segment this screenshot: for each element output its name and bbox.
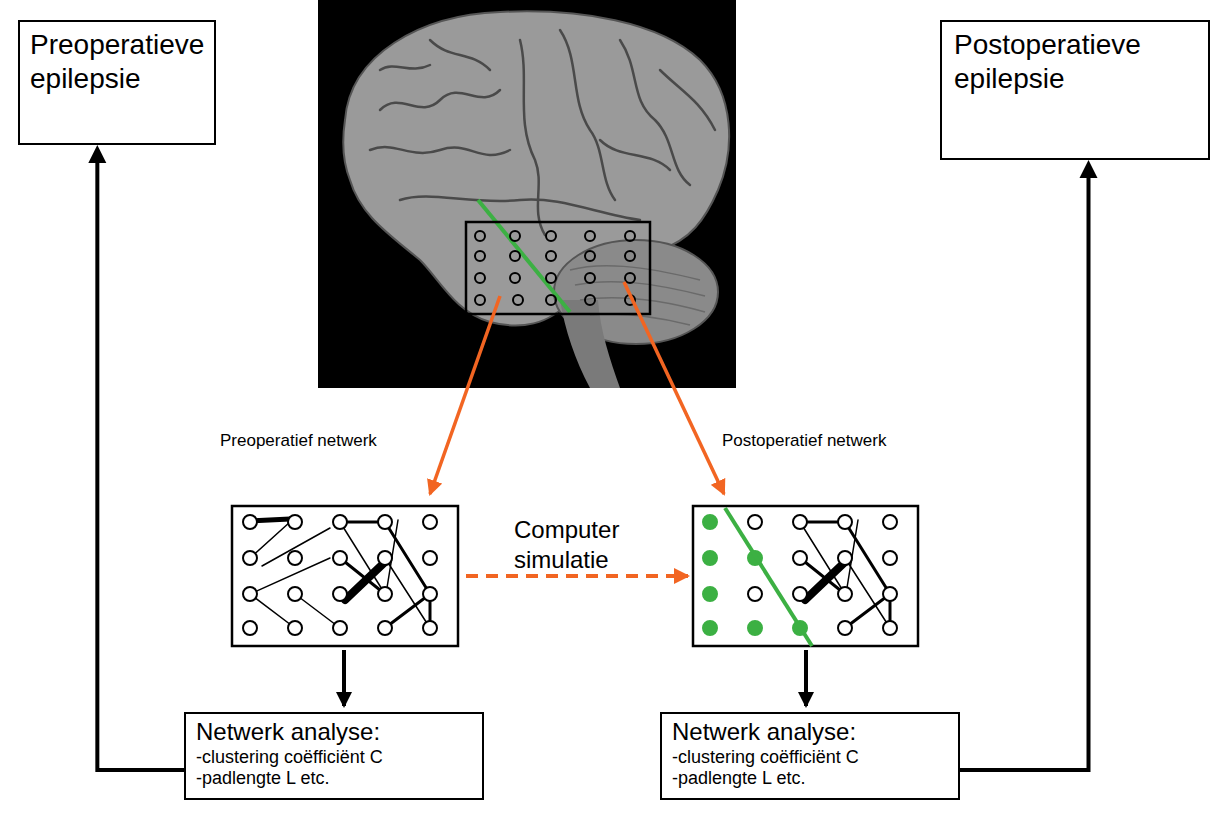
network-grid bbox=[693, 506, 918, 646]
diagram-label: Postoperatief netwerk bbox=[722, 430, 886, 451]
box-heading: Netwerk analyse: bbox=[196, 718, 472, 747]
box-line: -padlengte L etc. bbox=[672, 768, 948, 790]
analysis-box: Netwerk analyse:-clustering coëfficiënt … bbox=[660, 712, 960, 800]
outcome-box: Preoperatieve epilepsie bbox=[18, 20, 216, 145]
box-heading: Postoperatieve epilepsie bbox=[954, 28, 1196, 95]
dashed-arrow bbox=[466, 574, 688, 578]
orange-arrow bbox=[624, 282, 724, 494]
outcome-box: Postoperatieve epilepsie bbox=[940, 20, 1210, 160]
down-arrow bbox=[342, 650, 346, 706]
analysis-box: Netwerk analyse:-clustering coëfficiënt … bbox=[184, 712, 484, 800]
diagram-label: Computer simulatie bbox=[514, 515, 619, 575]
orange-arrow bbox=[430, 296, 500, 494]
diagram-label: Preoperatief netwerk bbox=[220, 430, 377, 451]
box-heading: Preoperatieve epilepsie bbox=[30, 28, 204, 95]
box-heading: Netwerk analyse: bbox=[672, 718, 948, 747]
box-line: -clustering coëfficiënt C bbox=[196, 747, 472, 769]
network-grid bbox=[232, 506, 458, 646]
box-line: -clustering coëfficiënt C bbox=[672, 747, 948, 769]
feedback-arrow bbox=[88, 145, 184, 770]
box-line: -padlengte L etc. bbox=[196, 768, 472, 790]
brain-photo bbox=[318, 0, 736, 388]
feedback-arrow bbox=[960, 160, 1098, 770]
down-arrow bbox=[804, 650, 808, 706]
